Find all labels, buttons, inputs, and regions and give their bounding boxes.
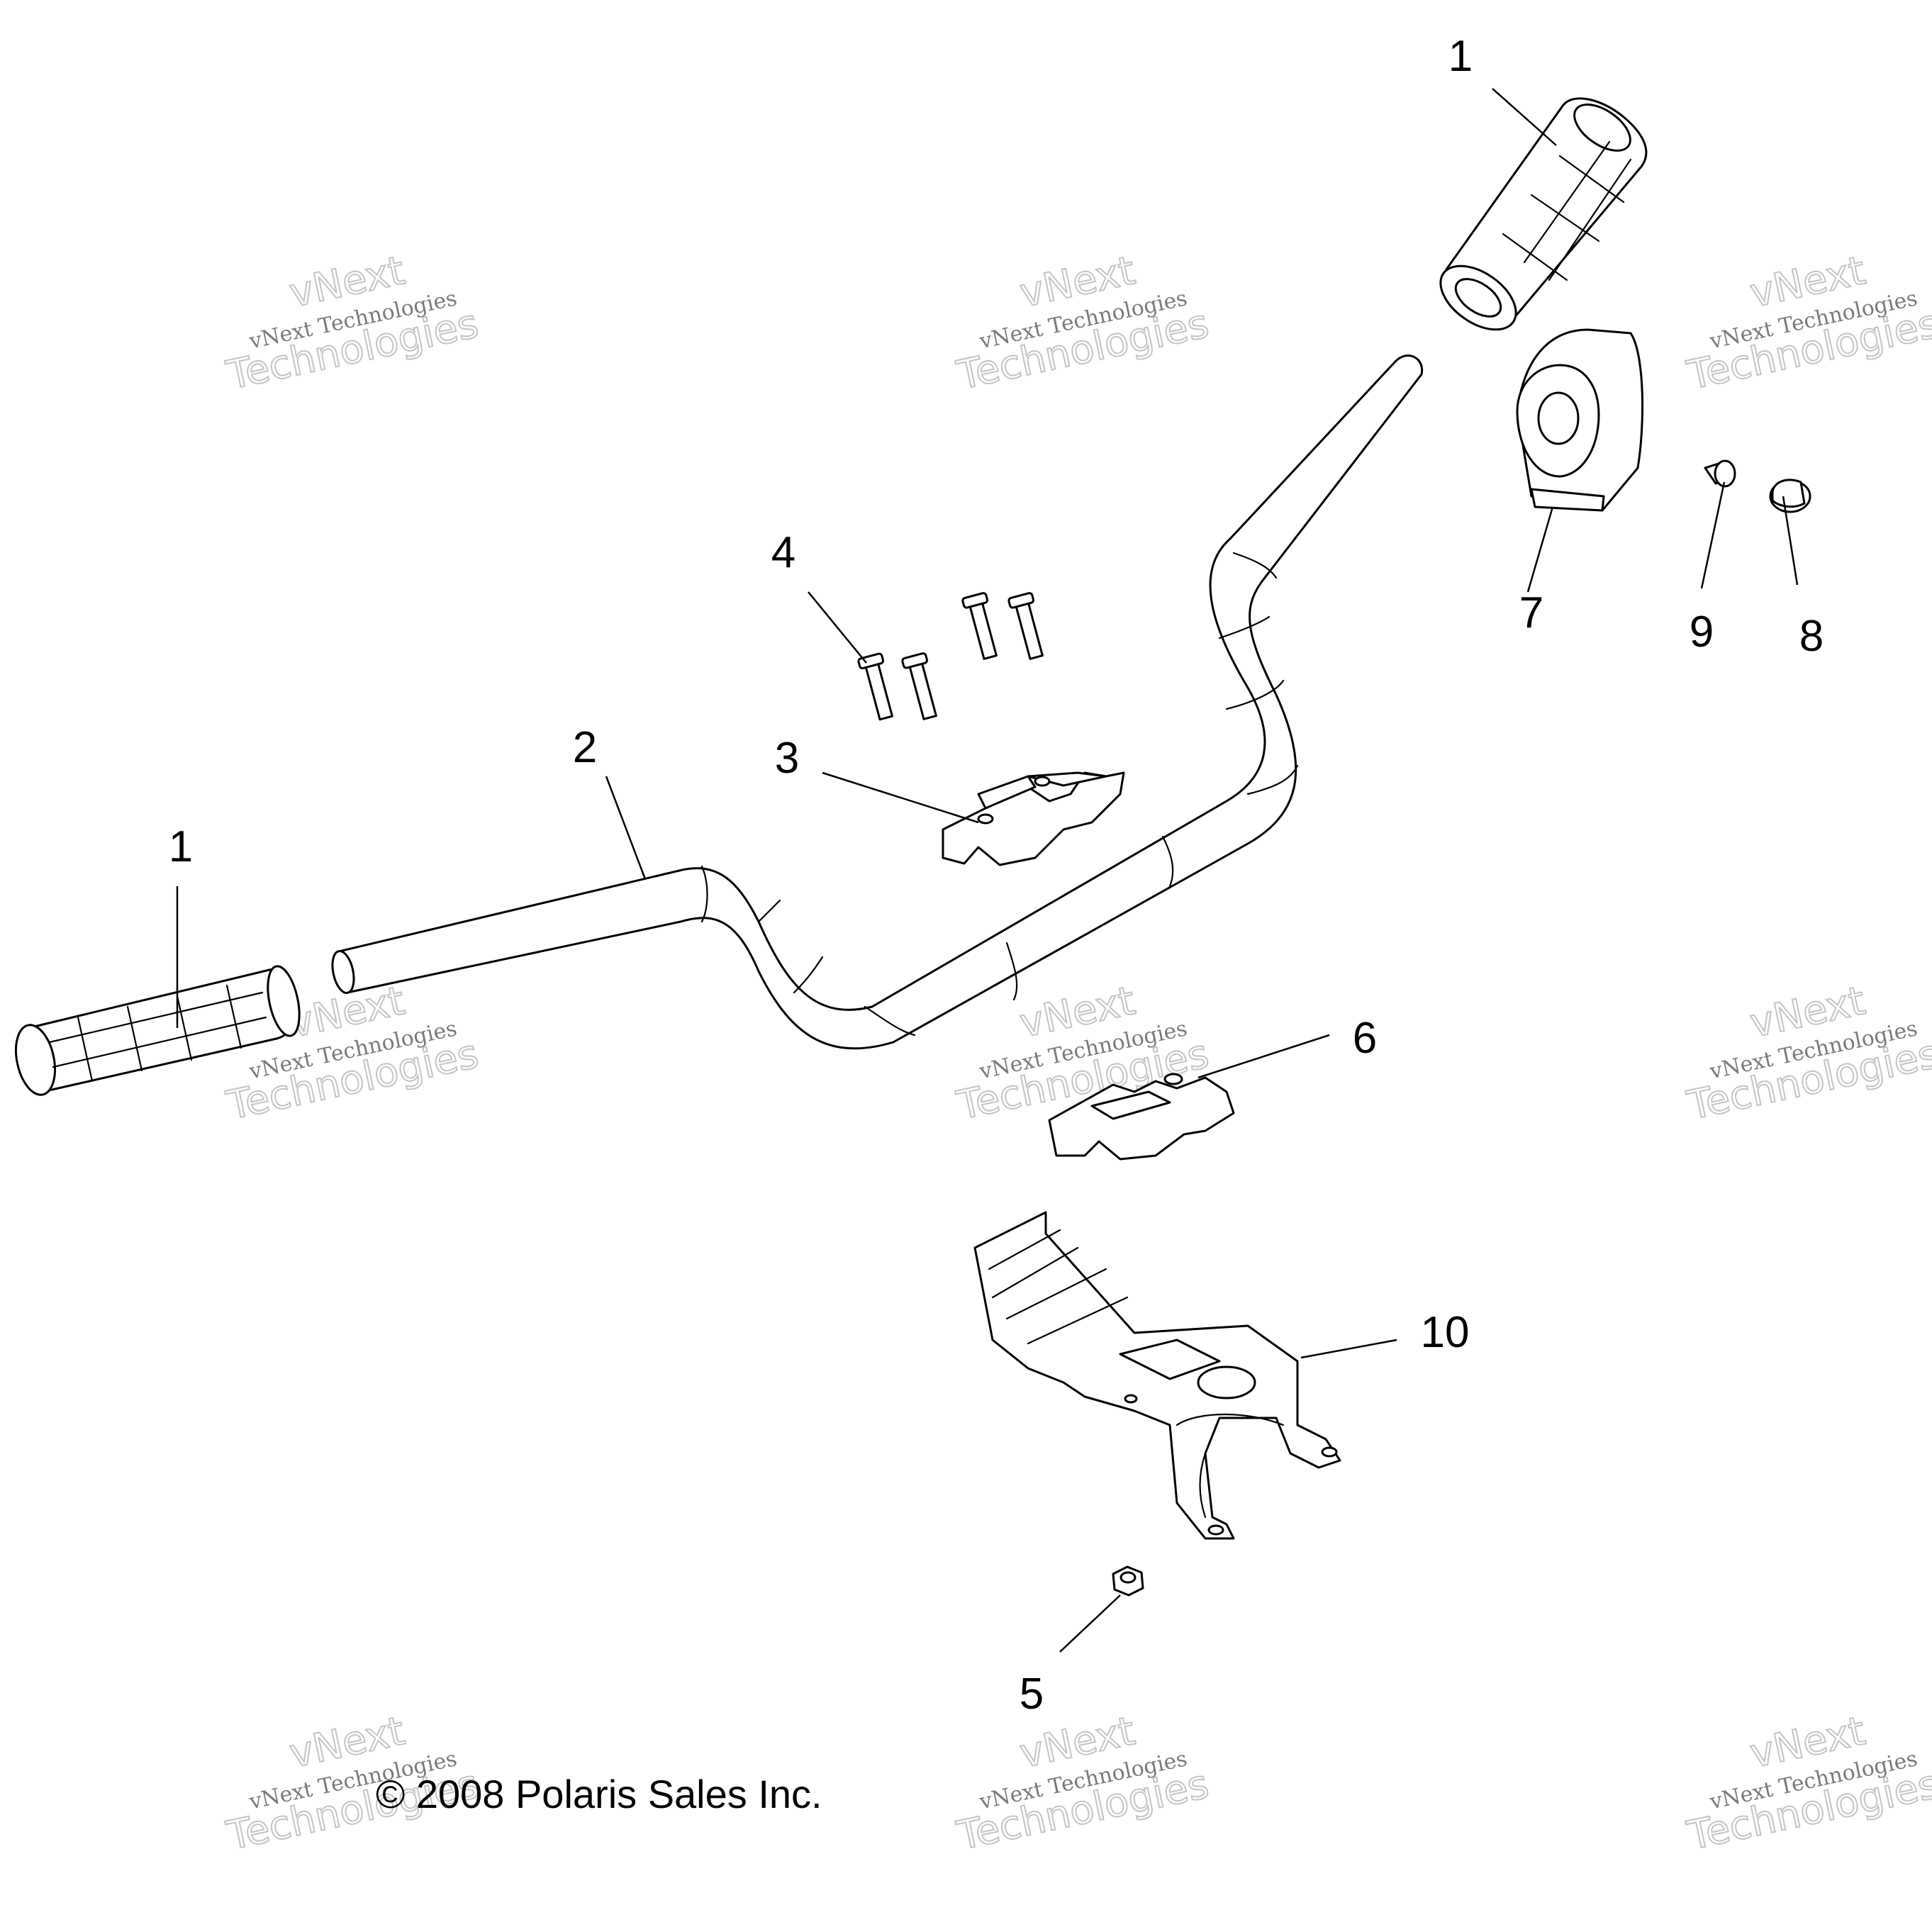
callout-pad: 7	[1519, 588, 1543, 637]
callout-nut: 5	[1020, 1670, 1044, 1719]
callout-plug: 9	[1690, 608, 1714, 657]
upper-clamp	[942, 771, 1125, 866]
copyright-text: © 2008 Polaris Sales Inc.	[376, 1772, 822, 1816]
bolts	[857, 592, 1044, 721]
callout-cap: 8	[1799, 612, 1824, 661]
nut	[1112, 1565, 1144, 1597]
leader-lines	[176, 88, 1799, 1653]
callout-grip-left: 1	[169, 822, 193, 871]
pad	[1516, 328, 1644, 512]
lower-clamp	[1048, 1073, 1235, 1161]
plug	[1704, 459, 1736, 488]
callout-handlebar: 2	[573, 723, 597, 772]
callout-bolts: 4	[771, 528, 795, 577]
callout-labels: 1 1 2 3 4 5 6 7 8 9 10	[169, 32, 1824, 1719]
callout-upper-clamp: 3	[775, 734, 799, 783]
cap	[1769, 479, 1811, 513]
right-grip	[1439, 97, 1648, 331]
bracket	[973, 1211, 1341, 1540]
callout-lower-clamp: 6	[1353, 1014, 1377, 1063]
callout-grip-right: 1	[1448, 32, 1473, 81]
left-grip	[15, 965, 301, 1096]
callout-bracket: 10	[1421, 1308, 1470, 1357]
handlebar	[331, 354, 1424, 1050]
